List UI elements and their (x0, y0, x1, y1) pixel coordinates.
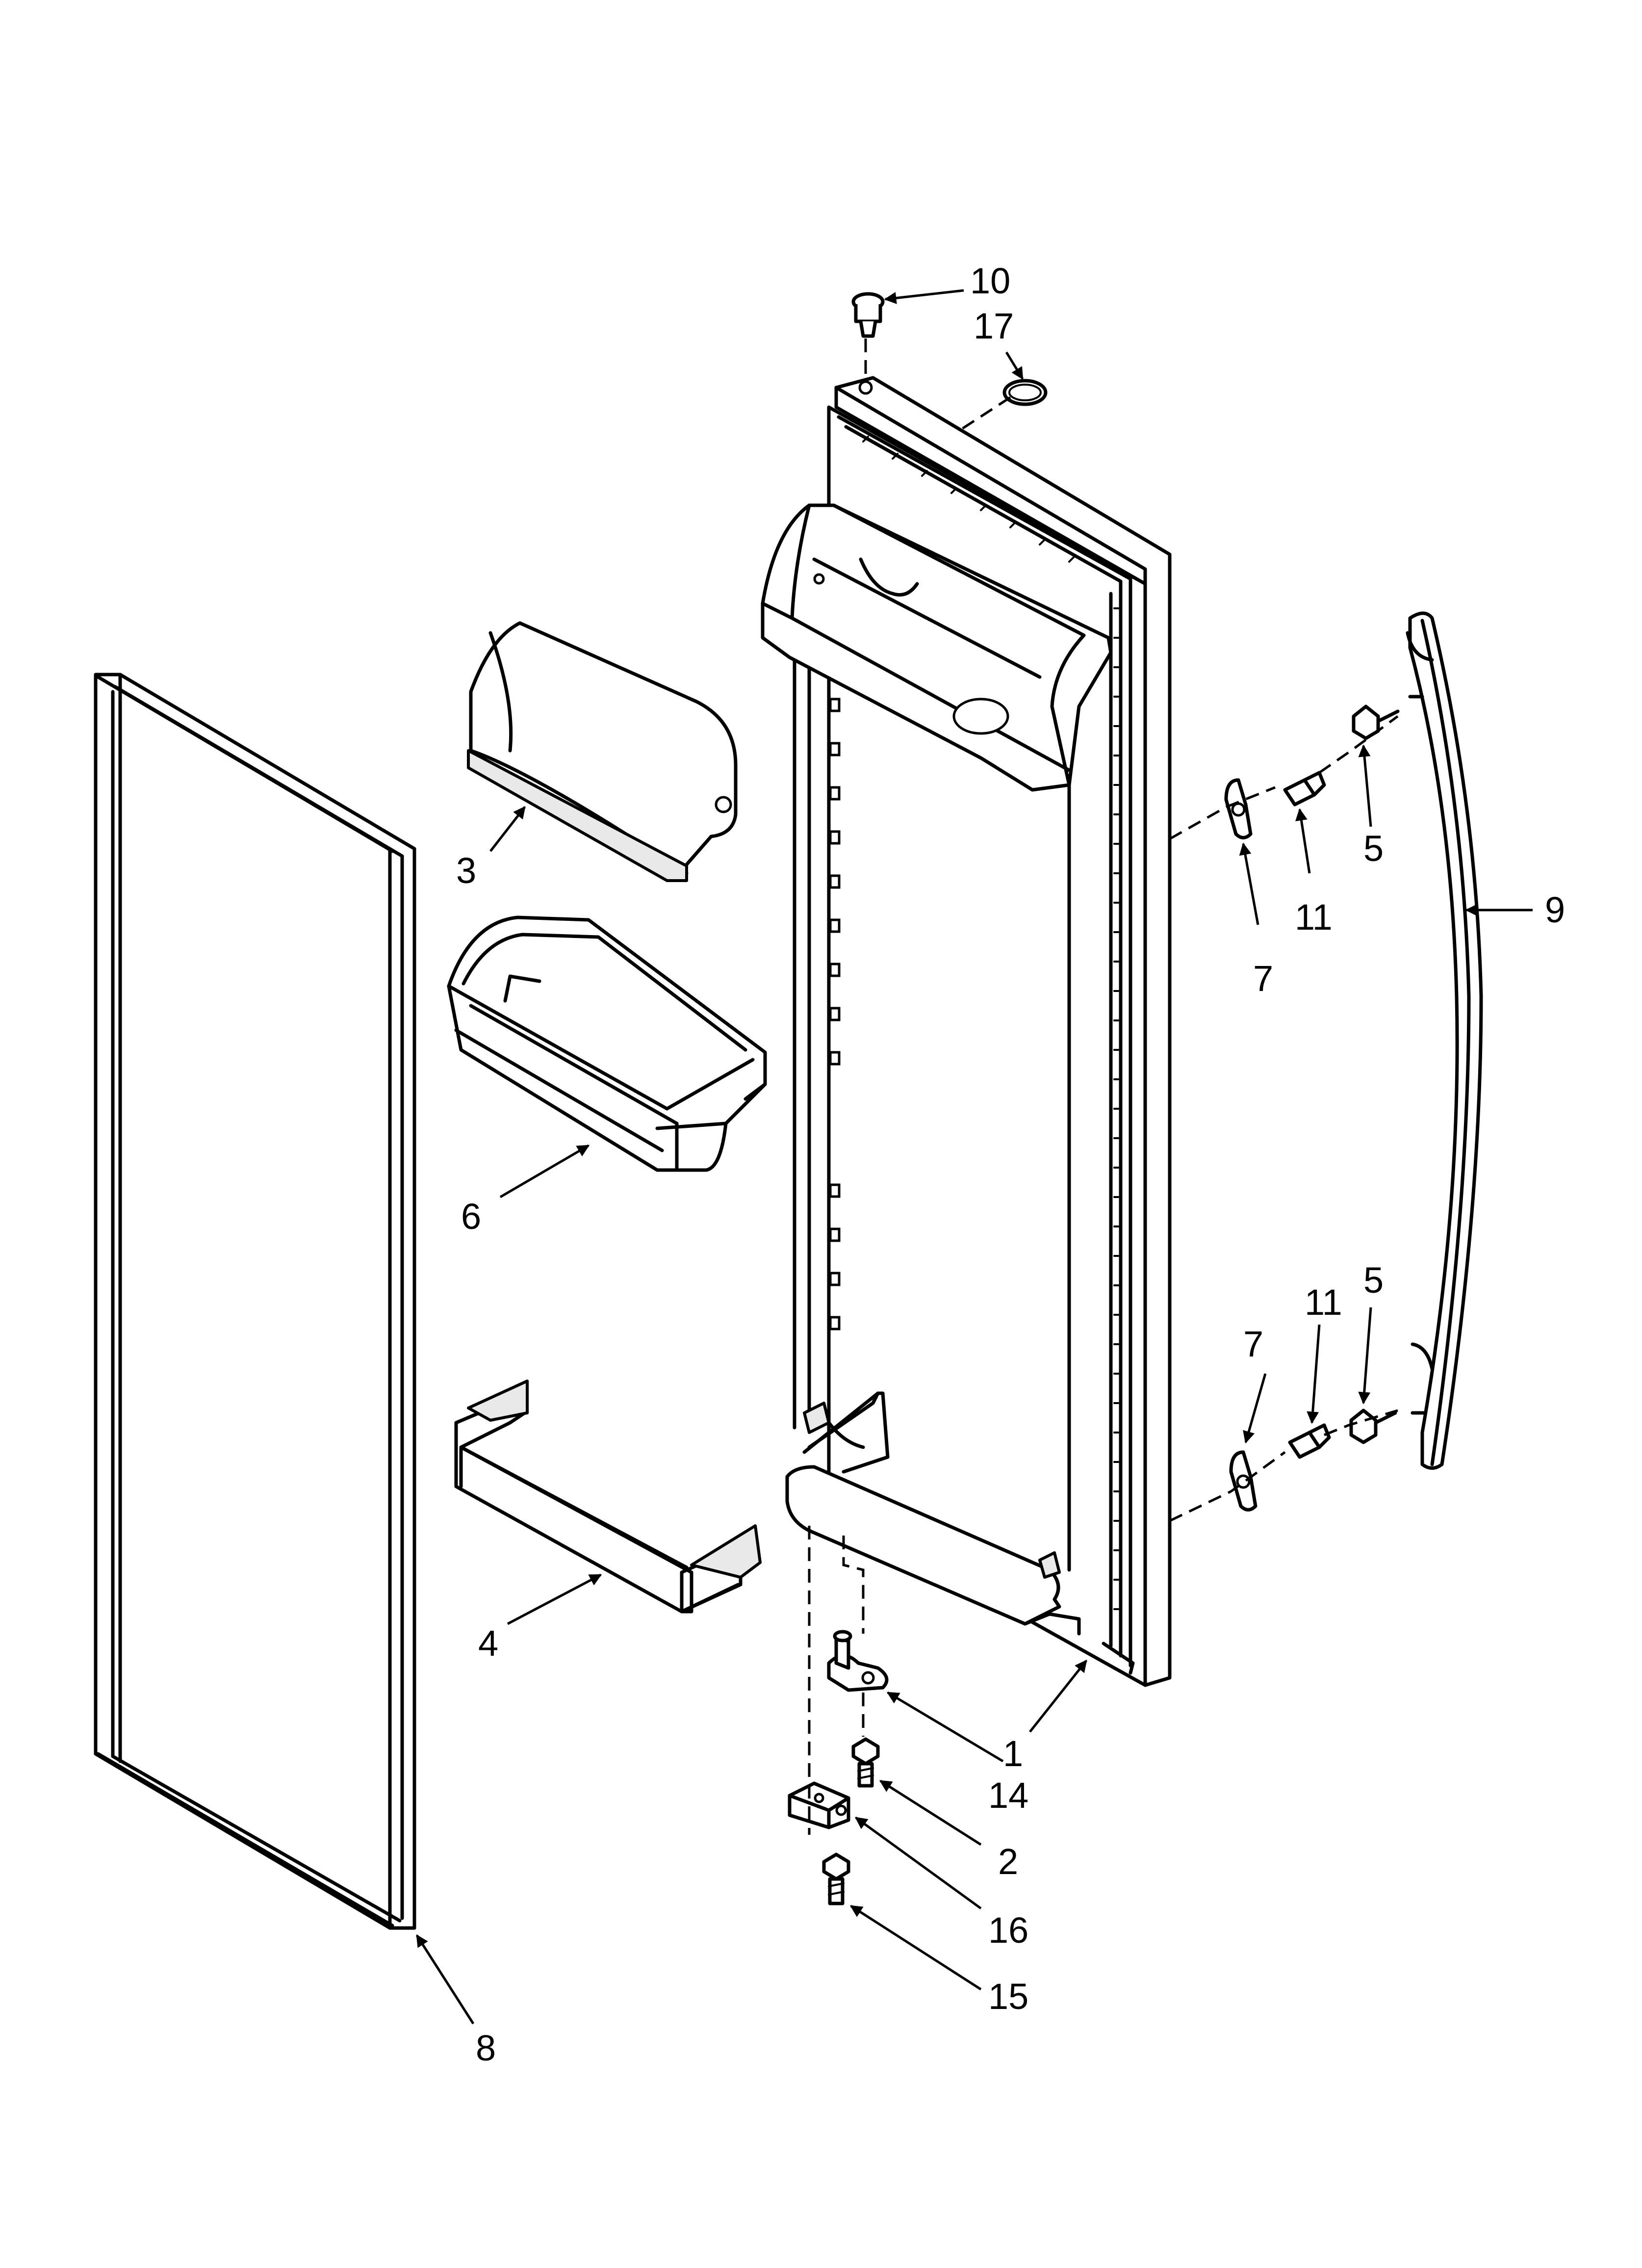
callout-5-lower: 5 (1363, 1260, 1384, 1301)
shelf-support-studs (829, 698, 841, 1330)
dairy-compartment-part-3 (467, 621, 738, 882)
callout-2: 2 (998, 1841, 1018, 1882)
hinge-screw-part-2 (851, 1737, 880, 1788)
callout-11-lower: 11 (1305, 1282, 1342, 1323)
callout-labels: 10 17 3 6 4 5 11 7 9 5 11 7 1 14 2 16 15… (456, 261, 1565, 2068)
refrigerator-door-part-1 (761, 376, 1172, 1687)
hinge-bushing-part-10 (851, 292, 885, 338)
callout-4: 4 (478, 1623, 498, 1664)
callout-15: 15 (988, 1976, 1028, 2017)
callout-9: 9 (1545, 889, 1565, 930)
handle-screw-part-5-lower (1349, 1408, 1397, 1444)
callout-5-upper: 5 (1363, 828, 1384, 869)
hinge-screw-part-15 (822, 1852, 850, 1905)
door-bin-part-6 (447, 915, 767, 1172)
callout-14: 14 (988, 1775, 1028, 1816)
hinge-bracket-part-16 (788, 1781, 850, 1829)
callout-6: 6 (461, 1196, 481, 1237)
handle-screw-part-11-upper (1283, 771, 1326, 807)
handle-clip-part-7-upper (1224, 778, 1253, 839)
callout-17: 17 (974, 306, 1014, 346)
callout-7-lower: 7 (1243, 1324, 1263, 1364)
handle-clip-part-7-lower (1229, 1450, 1257, 1512)
handle-screw-part-11-lower (1288, 1423, 1331, 1459)
callout-10: 10 (970, 261, 1010, 301)
callout-11-upper: 11 (1295, 897, 1333, 938)
callout-3: 3 (456, 850, 476, 891)
callout-16: 16 (988, 1910, 1028, 1951)
assembly-lines (808, 339, 1399, 1835)
hinge-pin-part-14 (827, 1630, 889, 1692)
washer-part-17 (1002, 379, 1048, 406)
door-gasket-part-8 (94, 673, 416, 1930)
callout-leaders (415, 289, 1533, 2025)
door-shelf-part-4 (454, 1380, 762, 1614)
callout-8: 8 (476, 2028, 496, 2068)
door-handle-part-9 (1406, 611, 1483, 1470)
callout-7-upper: 7 (1253, 958, 1273, 999)
callout-1: 1 (1003, 1733, 1023, 1774)
